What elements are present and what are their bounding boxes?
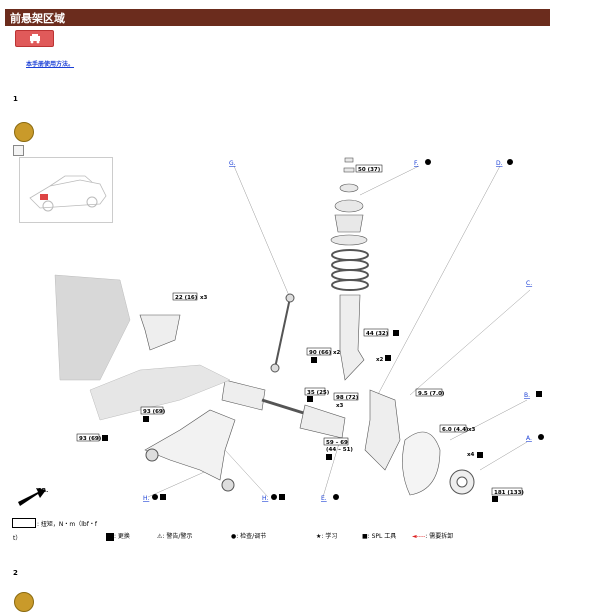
callout-b[interactable]: B. [524, 392, 530, 399]
torque-hub-screw-qty: x3 [468, 427, 476, 433]
car-icon [30, 34, 40, 44]
front-direction-label: FR. [38, 488, 48, 494]
suspension-diagram: G. F. D. C. B. A. H. H. E. [18, 157, 544, 506]
torque-sensor: 9.5 (7.0) [418, 391, 445, 397]
torque-axle-qty: x3 [336, 403, 344, 409]
callout-e[interactable]: E. [321, 495, 327, 502]
legend-torque: : 扭矩，N・m（lbf・f [37, 521, 97, 528]
torque-knuckle: 90 (66) [309, 350, 332, 356]
spl-tool-icon: ■ [362, 533, 368, 540]
torque-legend-box [12, 518, 36, 528]
page-header: 前悬架区域 [5, 9, 550, 26]
torque-bracket-qty: x3 [200, 295, 208, 301]
callout-h-left[interactable]: H. [143, 495, 149, 502]
vehicle-thumbnail [19, 157, 113, 223]
torque-arm-front: 93 (69) [79, 436, 102, 442]
legend-spl: ■: SPL 工具 [362, 533, 397, 540]
inspect-icon: ● [231, 533, 237, 540]
section-number: 1 [13, 95, 18, 103]
learn-icon: ★ [316, 533, 322, 540]
legend-replace: : 更换 [106, 531, 130, 541]
legend-torque-cont: t） [13, 535, 22, 542]
torque-link-nut: 35 (25) [307, 390, 330, 396]
torque-axle-nut: 98 (72) [336, 395, 359, 401]
torque-strut-bolt: 44 (32) [366, 331, 389, 337]
torque-balljoint: 59 – 69 [326, 440, 348, 446]
warning-icon: ⚠ [157, 533, 163, 540]
page-title: 前悬架区域 [10, 12, 65, 25]
legend-learn: ★: 学习 [316, 533, 338, 540]
torque-hub-qty: x4 [467, 452, 475, 458]
torque-top-nut: 50 (37) [358, 167, 381, 173]
section-number: 2 [13, 569, 18, 577]
legend-inspect: ●: 检查/调节 [231, 533, 267, 540]
torque-hub-screw: 6.0 (4.4) [442, 427, 469, 433]
torque-knuckle-qty: x2 [333, 350, 341, 356]
callout-a[interactable]: A. [526, 435, 532, 442]
torque-qty-x2: x2 [376, 357, 384, 363]
torque-arm-rear: 93 (69) [143, 409, 166, 415]
exploded-view-icon [14, 592, 34, 612]
callout-g[interactable]: G. [229, 160, 236, 167]
vehicle-button[interactable] [15, 30, 54, 47]
manual-usage-link[interactable]: 本手册使用方法。 [26, 61, 75, 68]
legend-warning: ⚠: 警告/警示 [157, 533, 193, 540]
callout-f[interactable]: F. [414, 160, 418, 167]
callout-h-right[interactable]: H. [262, 495, 268, 502]
callout-c[interactable]: C. [526, 280, 532, 287]
torque-balljoint-imperial: (44 – 51) [326, 447, 353, 453]
remove-arrow-icon: ◄---- [412, 533, 426, 540]
torque-hub-nut: 181 (133) [494, 490, 524, 496]
exploded-view-icon [14, 122, 34, 142]
replace-icon [106, 532, 114, 541]
broken-image-icon [13, 145, 24, 156]
torque-bracket: 22 (16) [175, 295, 198, 301]
legend-remove: ◄----: 需要拆卸 [412, 533, 454, 540]
callout-d[interactable]: D. [496, 160, 503, 167]
